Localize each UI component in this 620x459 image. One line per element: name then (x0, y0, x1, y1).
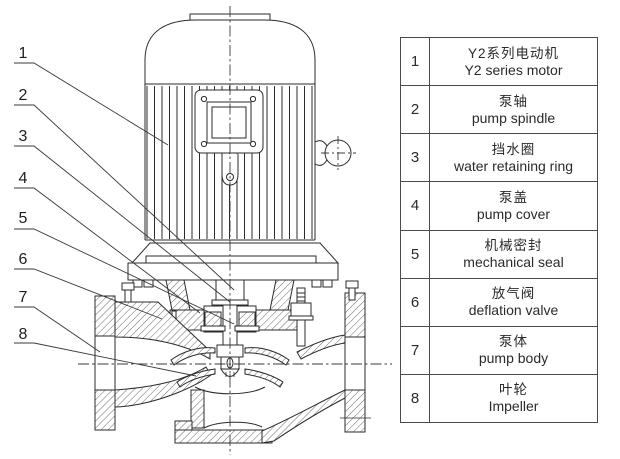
part-name-zh: 放气阀 (491, 286, 536, 302)
leader-4 (14, 187, 201, 314)
table-row: 8 叶轮 Impeller (400, 373, 598, 424)
table-row: 6 放气阀 deflation valve (400, 277, 598, 327)
part-name-en: Y2 series motor (464, 61, 563, 78)
part-name-cell: 泵轴 pump spindle (429, 85, 598, 135)
terminal-box-bolt (249, 140, 257, 148)
part-number: 3 (400, 133, 430, 183)
callout-2: 2 (18, 87, 28, 104)
parts-table: 1 Y2系列电动机 Y2 series motor 2 泵轴 pump spin… (400, 36, 598, 424)
part-name-cell: 机械密封 mechanical seal (429, 229, 598, 279)
motor-flange-stack (127, 242, 340, 311)
part-name-en: pump cover (476, 205, 551, 222)
part-name-cell: 泵盖 pump cover (429, 181, 598, 231)
table-row: 4 泵盖 pump cover (400, 181, 598, 231)
callout-8: 8 (18, 326, 28, 343)
flange-bolt (322, 279, 333, 288)
callout-7: 7 (18, 289, 28, 306)
callout-5: 5 (18, 210, 28, 227)
motor-assembly (144, 13, 352, 241)
part-name-zh: 泵轴 (499, 93, 528, 109)
support-leg (165, 279, 191, 311)
terminal-box-bolt (200, 140, 208, 148)
terminal-box-bolt (200, 95, 208, 103)
part-name-cell: 叶轮 Impeller (429, 373, 598, 424)
part-name-en: pump spindle (471, 109, 556, 126)
mechanical-seal-gland (238, 311, 256, 327)
part-name-en: water retaining ring (453, 157, 574, 174)
discharge-flange (340, 280, 371, 433)
part-number: 1 (400, 36, 430, 87)
callout-1: 1 (18, 45, 28, 62)
part-name-zh: 泵盖 (499, 189, 528, 205)
part-name-zh: Y2系列电动机 (467, 45, 559, 61)
leader-8 (14, 342, 197, 377)
callout-4: 4 (18, 170, 28, 187)
leader-lines (14, 62, 235, 377)
table-row: 5 机械密封 mechanical seal (400, 229, 598, 279)
part-number: 7 (400, 325, 430, 375)
part-name-zh: 泵体 (499, 334, 528, 350)
pump-cross-section-diagram (14, 6, 392, 455)
leader-7 (14, 306, 101, 353)
part-name-en: mechanical seal (463, 254, 564, 271)
part-name-zh: 机械密封 (484, 238, 543, 254)
terminal-box-bolt (249, 95, 257, 103)
leader-6 (14, 268, 163, 320)
part-name-zh: 叶轮 (499, 382, 528, 398)
part-name-zh: 挡水圈 (491, 141, 536, 157)
leader-2 (14, 104, 235, 291)
part-number: 8 (400, 373, 430, 424)
leader-1 (14, 62, 169, 146)
part-name-cell: 放气阀 deflation valve (429, 277, 598, 327)
part-name-cell: 挡水圈 water retaining ring (429, 133, 598, 183)
leader-5 (14, 228, 235, 325)
leader-3 (14, 145, 231, 303)
table-row: 1 Y2系列电动机 Y2 series motor (400, 36, 598, 87)
part-name-cell: Y2系列电动机 Y2 series motor (429, 36, 598, 87)
part-name-en: Impeller (488, 398, 539, 415)
centerlines (78, 6, 392, 455)
part-number: 5 (400, 229, 430, 279)
table-row: 3 挡水圈 water retaining ring (400, 133, 598, 183)
base-foot (174, 429, 273, 444)
part-number: 4 (400, 181, 430, 231)
part-name-cell: 泵体 pump body (429, 325, 598, 375)
callout-6: 6 (18, 251, 28, 268)
callout-3: 3 (18, 128, 28, 145)
part-number: 6 (400, 277, 430, 327)
part-number: 2 (400, 85, 430, 135)
flange-bolt (311, 279, 322, 288)
suction-flange-bolt (124, 289, 132, 304)
part-name-en: deflation valve (468, 302, 559, 319)
mounting-flange (127, 262, 339, 281)
casing-stud-bolt (288, 287, 314, 347)
table-row: 7 泵体 pump body (400, 325, 598, 375)
discharge-flange-bolt (348, 287, 356, 301)
table-row: 2 泵轴 pump spindle (400, 85, 598, 135)
support-leg (269, 279, 295, 311)
part-name-en: pump body (478, 350, 549, 367)
